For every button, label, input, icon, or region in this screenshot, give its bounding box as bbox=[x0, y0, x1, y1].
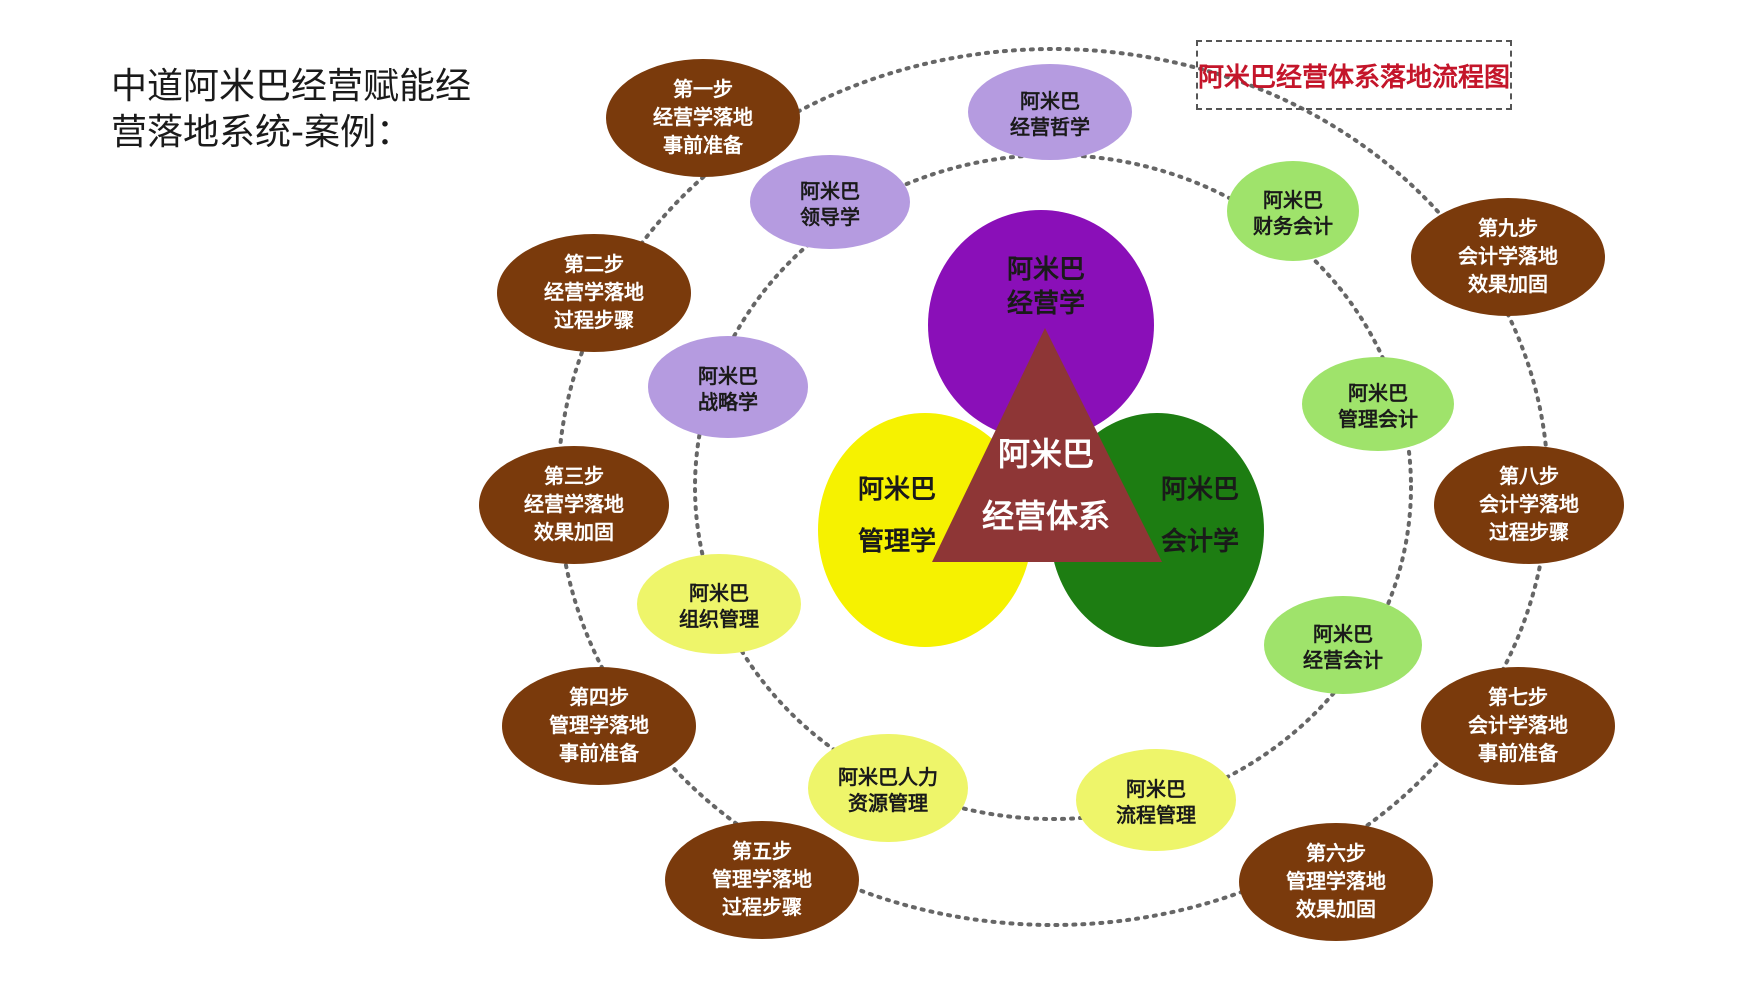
step-label-2: 管理学落地 bbox=[549, 713, 649, 737]
inner-item-label-2: 战略学 bbox=[698, 390, 758, 414]
step-label-3: 事前准备 bbox=[663, 133, 744, 157]
step-ellipse bbox=[1421, 667, 1615, 785]
circle-guanli-label-2: 管理学 bbox=[858, 526, 936, 557]
step-ellipse bbox=[497, 234, 691, 352]
inner-item-ellipse bbox=[1264, 596, 1422, 694]
inner-item-label-1: 阿米巴 bbox=[689, 581, 749, 605]
center-triangle bbox=[932, 328, 1162, 562]
inner-item-label-2: 经营哲学 bbox=[1010, 115, 1090, 139]
circle-jingying-label-1: 阿米巴 bbox=[1007, 255, 1085, 285]
inner-item-ellipse bbox=[968, 64, 1132, 160]
step-label-1: 第七步 bbox=[1488, 685, 1548, 709]
inner-item-ellipse bbox=[808, 734, 968, 842]
center-label-1: 阿米巴 bbox=[998, 435, 1094, 473]
step-ellipse bbox=[1411, 198, 1605, 316]
circle-kuaiji-label-2: 会计学 bbox=[1161, 526, 1239, 557]
inner-item-label-2: 管理会计 bbox=[1338, 407, 1418, 431]
inner-item-label-2: 财务会计 bbox=[1253, 214, 1333, 238]
inner-item-label-1: 阿米巴 bbox=[1313, 622, 1373, 646]
step-label-2: 会计学落地 bbox=[1468, 713, 1568, 737]
inner-item-label-2: 组织管理 bbox=[679, 607, 759, 631]
step-label-1: 第九步 bbox=[1478, 216, 1538, 240]
step-ellipse bbox=[665, 821, 859, 939]
inner-item-label-1: 阿米巴 bbox=[1126, 777, 1186, 801]
inner-item-label-2: 流程管理 bbox=[1116, 803, 1196, 827]
step-label-1: 第六步 bbox=[1306, 841, 1366, 865]
inner-item-label-2: 经营会计 bbox=[1303, 648, 1383, 672]
step-label-3: 事前准备 bbox=[1478, 741, 1559, 765]
step-label-2: 经营学落地 bbox=[544, 280, 644, 304]
step-label-1: 第三步 bbox=[544, 464, 604, 488]
inner-item-ellipse bbox=[1227, 161, 1359, 261]
step-label-1: 第五步 bbox=[732, 839, 792, 863]
inner-item-label-2: 领导学 bbox=[800, 205, 860, 229]
inner-item-label-1: 阿米巴 bbox=[800, 179, 860, 203]
step-label-2: 会计学落地 bbox=[1479, 492, 1579, 516]
inner-item-label-2: 资源管理 bbox=[848, 791, 928, 815]
step-label-2: 经营学落地 bbox=[524, 492, 624, 516]
inner-item-label-1: 阿米巴人力 bbox=[838, 765, 938, 789]
step-ellipse bbox=[1434, 446, 1624, 564]
step-label-1: 第四步 bbox=[569, 685, 629, 709]
step-label-2: 管理学落地 bbox=[1286, 869, 1386, 893]
circle-guanli-label-1: 阿米巴 bbox=[858, 475, 936, 505]
flowchart-label: 阿米巴经营体系落地流程图 bbox=[1198, 62, 1511, 93]
step-label-3: 过程步骤 bbox=[722, 895, 802, 919]
flowchart-label-box: 阿米巴经营体系落地流程图 bbox=[1196, 40, 1512, 110]
step-label-2: 管理学落地 bbox=[712, 867, 812, 891]
circle-jingying-label-2: 经营学 bbox=[1007, 288, 1085, 319]
inner-item-label-1: 阿米巴 bbox=[1020, 89, 1080, 113]
step-label-3: 效果加固 bbox=[534, 520, 614, 544]
slide-title: 中道阿米巴经营赋能经营落地系统-案例： bbox=[111, 66, 472, 153]
step-label-3: 效果加固 bbox=[1296, 897, 1376, 921]
step-ellipse bbox=[502, 667, 696, 785]
step-label-1: 第一步 bbox=[673, 77, 733, 101]
step-ellipse bbox=[479, 446, 669, 564]
inner-item-ellipse bbox=[1302, 357, 1454, 451]
inner-item-ellipse bbox=[648, 336, 808, 438]
center-label-2: 经营体系 bbox=[982, 497, 1110, 535]
inner-item-ellipse bbox=[1076, 749, 1236, 851]
inner-item-ellipse bbox=[750, 155, 910, 249]
inner-item-label-1: 阿米巴 bbox=[698, 364, 758, 388]
step-ellipse bbox=[606, 59, 800, 177]
step-ellipse bbox=[1239, 823, 1433, 941]
circle-kuaiji-label-1: 阿米巴 bbox=[1161, 475, 1239, 505]
step-label-3: 事前准备 bbox=[559, 741, 640, 765]
step-label-2: 会计学落地 bbox=[1458, 244, 1558, 268]
circle-jingying bbox=[928, 210, 1154, 440]
step-label-3: 过程步骤 bbox=[554, 308, 634, 332]
step-label-1: 第八步 bbox=[1499, 464, 1559, 488]
step-label-3: 过程步骤 bbox=[1489, 520, 1569, 544]
step-label-3: 效果加固 bbox=[1468, 272, 1548, 296]
inner-item-label-1: 阿米巴 bbox=[1263, 188, 1323, 212]
center-cluster: 阿米巴 经营学 阿米巴 管理学 阿米巴 会计学 阿米巴 经营体系 bbox=[818, 210, 1264, 647]
inner-item-label-1: 阿米巴 bbox=[1348, 381, 1408, 405]
step-label-1: 第二步 bbox=[564, 252, 624, 276]
step-label-2: 经营学落地 bbox=[653, 105, 753, 129]
inner-item-ellipse bbox=[637, 554, 801, 654]
inner-dotted-ring bbox=[693, 153, 1413, 821]
